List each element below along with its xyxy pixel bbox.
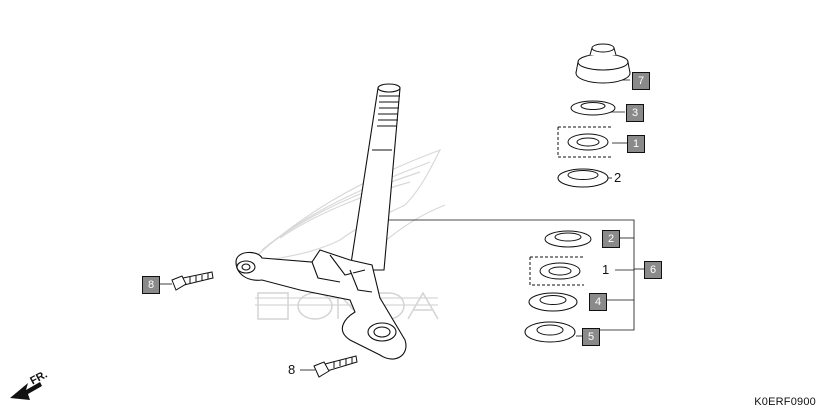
callout-6: 6 [644, 261, 662, 279]
wing-logo-watermark-icon [248, 148, 446, 306]
part-3-race [570, 100, 616, 116]
callout-5: 5 [582, 328, 600, 346]
steering-stem [349, 83, 401, 271]
callout-2-mid: 2 [602, 230, 620, 248]
callout-1-mid: 1 [602, 262, 610, 277]
part-2-cone-top [557, 168, 609, 188]
callout-8-left: 8 [142, 276, 160, 294]
steering-stem-lower-bracket [235, 249, 407, 360]
callout-1-top: 1 [627, 135, 645, 153]
part-1-bearing-lower [529, 256, 584, 286]
part-2-race-lower [544, 230, 592, 248]
part-5-seal [524, 321, 576, 343]
honda-wordmark-watermark [257, 291, 439, 321]
callout-3: 3 [626, 104, 644, 122]
diagram-code: K0ERF0900 [754, 396, 816, 408]
part-4-race [528, 292, 578, 312]
callout-2-top: 2 [614, 170, 622, 185]
front-direction-arrow-icon [10, 382, 42, 400]
part-7-locknut [575, 43, 631, 84]
bolt-8-bottom [313, 355, 358, 378]
callout-4: 4 [589, 293, 607, 311]
part-1-bearing-top [557, 126, 612, 158]
bolt-8-left [171, 271, 214, 291]
callout-8-bottom: 8 [288, 362, 296, 377]
callout-7: 7 [632, 72, 650, 90]
